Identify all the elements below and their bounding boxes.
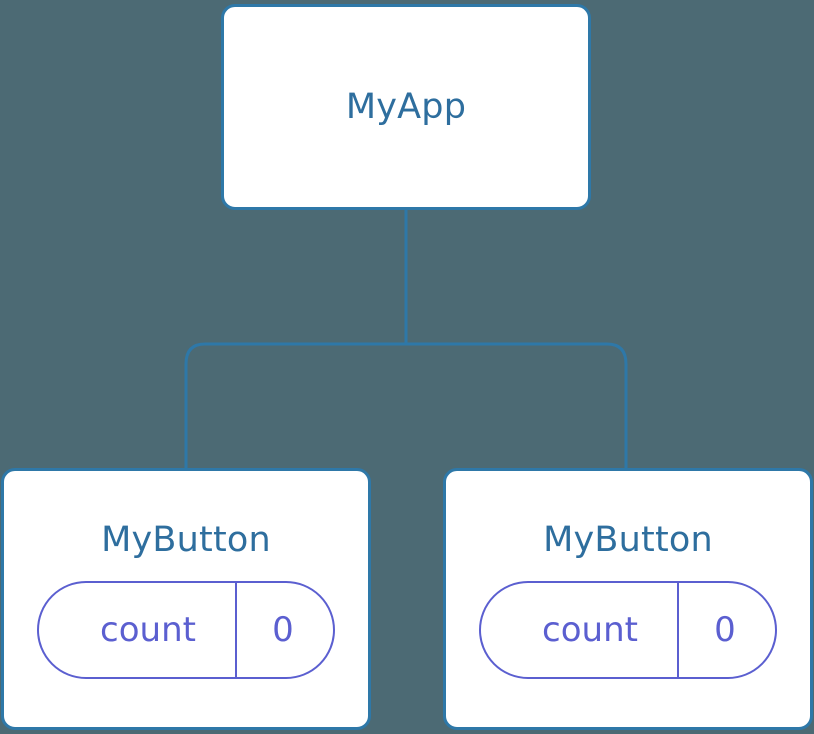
state-pill-value-left: 0: [235, 583, 333, 678]
node-mybutton-right[interactable]: MyButton count 0: [443, 468, 813, 730]
node-mybutton-left-label: MyButton: [101, 519, 271, 560]
state-pill-value-right: 0: [677, 583, 775, 678]
state-pill-key-right: count: [542, 610, 638, 651]
node-myapp[interactable]: MyApp: [221, 4, 591, 210]
node-mybutton-right-label: MyButton: [543, 519, 713, 560]
node-mybutton-left[interactable]: MyButton count 0: [1, 468, 371, 730]
state-pill-count-right[interactable]: count 0: [479, 581, 777, 680]
state-pill-key-left: count: [100, 610, 196, 651]
edge-bus-to-child-left: [184, 342, 406, 470]
edge-bus-to-child-right: [406, 342, 628, 470]
node-myapp-label: MyApp: [345, 86, 467, 127]
state-pill-count-left[interactable]: count 0: [37, 581, 335, 680]
